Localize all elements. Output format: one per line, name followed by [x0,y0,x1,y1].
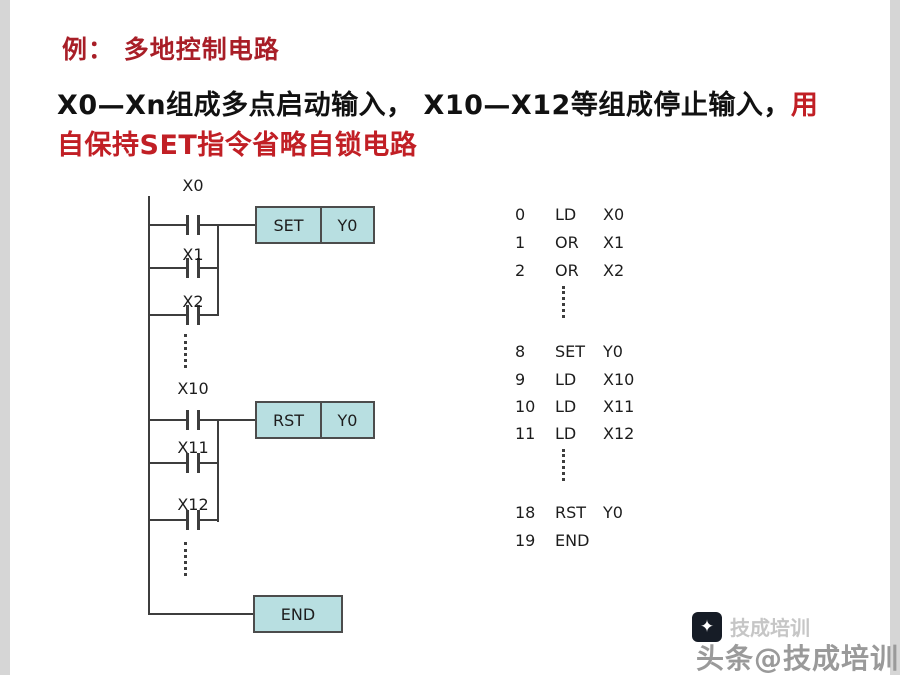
wire-segment [200,314,219,316]
wire-segment [148,613,253,615]
program-row: 9 LD X10 [515,370,695,389]
left-edge-border [0,0,10,675]
right-edge-border [890,0,900,675]
wire-segment [148,224,186,226]
contact-label-x12: X12 [177,495,209,514]
contact-x1 [186,258,200,278]
set-coil-box: SET Y0 [255,206,375,244]
rst-op-cell: RST [272,410,305,430]
operand: Y0 [603,342,623,361]
wire-segment [148,419,186,421]
program-row: 19 END [515,531,695,550]
wire-parallel-join [217,224,219,316]
intro-line1-red: 用 [790,90,819,121]
opcode: LD [555,397,577,416]
step-number: 8 [515,342,526,361]
wire-segment [148,519,186,521]
wire-segment [200,224,255,226]
ladder-ellipsis-dots [184,542,187,576]
step-number: 19 [515,531,536,550]
wire-segment [148,462,186,464]
operand: X2 [603,261,625,280]
program-row: 18 RST Y0 [515,503,695,522]
step-number: 18 [515,503,536,522]
opcode: LD [555,370,577,389]
opcode: OR [555,233,579,252]
rst-coil-box: RST Y0 [255,401,375,439]
wire-segment [200,519,219,521]
intro-line1-black: X0—Xn组成多点启动输入， X10—X12等组成停止输入， [57,90,791,121]
operand: Y0 [603,503,623,522]
wire-left-rail [148,196,150,614]
contact-x2 [186,305,200,325]
wire-segment [148,267,186,269]
step-number: 10 [515,397,536,416]
contact-x0 [186,215,200,235]
operand: X0 [603,205,625,224]
operand [603,531,695,550]
contact-x12 [186,510,200,530]
step-number: 9 [515,370,526,389]
toutiao-logo-icon [692,612,722,642]
step-number: 0 [515,205,526,224]
step-number: 2 [515,261,526,280]
opcode: SET [555,342,586,361]
operand: X10 [603,370,635,389]
contact-label-x0: X0 [182,176,204,195]
program-row: 2 OR X2 [515,261,695,280]
intro-line-2: 自保持SET指令省略自锁电路 [57,130,418,161]
operand: X12 [603,424,635,443]
program-row: 11 LD X12 [515,424,695,443]
operand: X11 [603,397,635,416]
contact-label-x11: X11 [177,438,209,457]
step-number: 11 [515,424,536,443]
wire-segment [200,419,255,421]
opcode: END [555,531,590,550]
opcode: LD [555,205,577,224]
ladder-ellipsis-dots [184,334,187,368]
rst-operand-cell: Y0 [320,403,373,437]
end-label-cell: END [280,604,316,624]
contact-label-x2: X2 [182,292,204,311]
contact-label-x10: X10 [177,379,209,398]
contact-x10 [186,410,200,430]
wire-segment [148,314,186,316]
page-title: 例： 多地控制电路 [62,35,280,64]
list-ellipsis-dots [562,449,565,481]
opcode: LD [555,424,577,443]
program-row: 10 LD X11 [515,397,695,416]
step-number: 1 [515,233,526,252]
list-ellipsis-dots [562,286,565,318]
program-row: 0 LD X0 [515,205,695,224]
opcode: RST [555,503,587,522]
wire-parallel-join [217,419,219,522]
contact-label-x1: X1 [182,245,204,264]
program-row: 1 OR X1 [515,233,695,252]
set-operand-cell: Y0 [320,208,373,242]
wire-segment [200,462,219,464]
program-row: 8 SET Y0 [515,342,695,361]
operand: X1 [603,233,625,252]
watermark-text: 头条@技成培训 [696,642,900,675]
opcode: OR [555,261,579,280]
intro-line-1: X0—Xn组成多点启动输入， X10—X12等组成停止输入，用 [57,86,818,126]
wire-segment [200,267,219,269]
end-box: END [253,595,343,633]
set-op-cell: SET [273,215,304,235]
intro-paragraph: X0—Xn组成多点启动输入， X10—X12等组成停止输入，用 自保持SET指令… [57,86,818,166]
watermark-faint-text: 技成培训 [730,616,810,640]
contact-x11 [186,453,200,473]
